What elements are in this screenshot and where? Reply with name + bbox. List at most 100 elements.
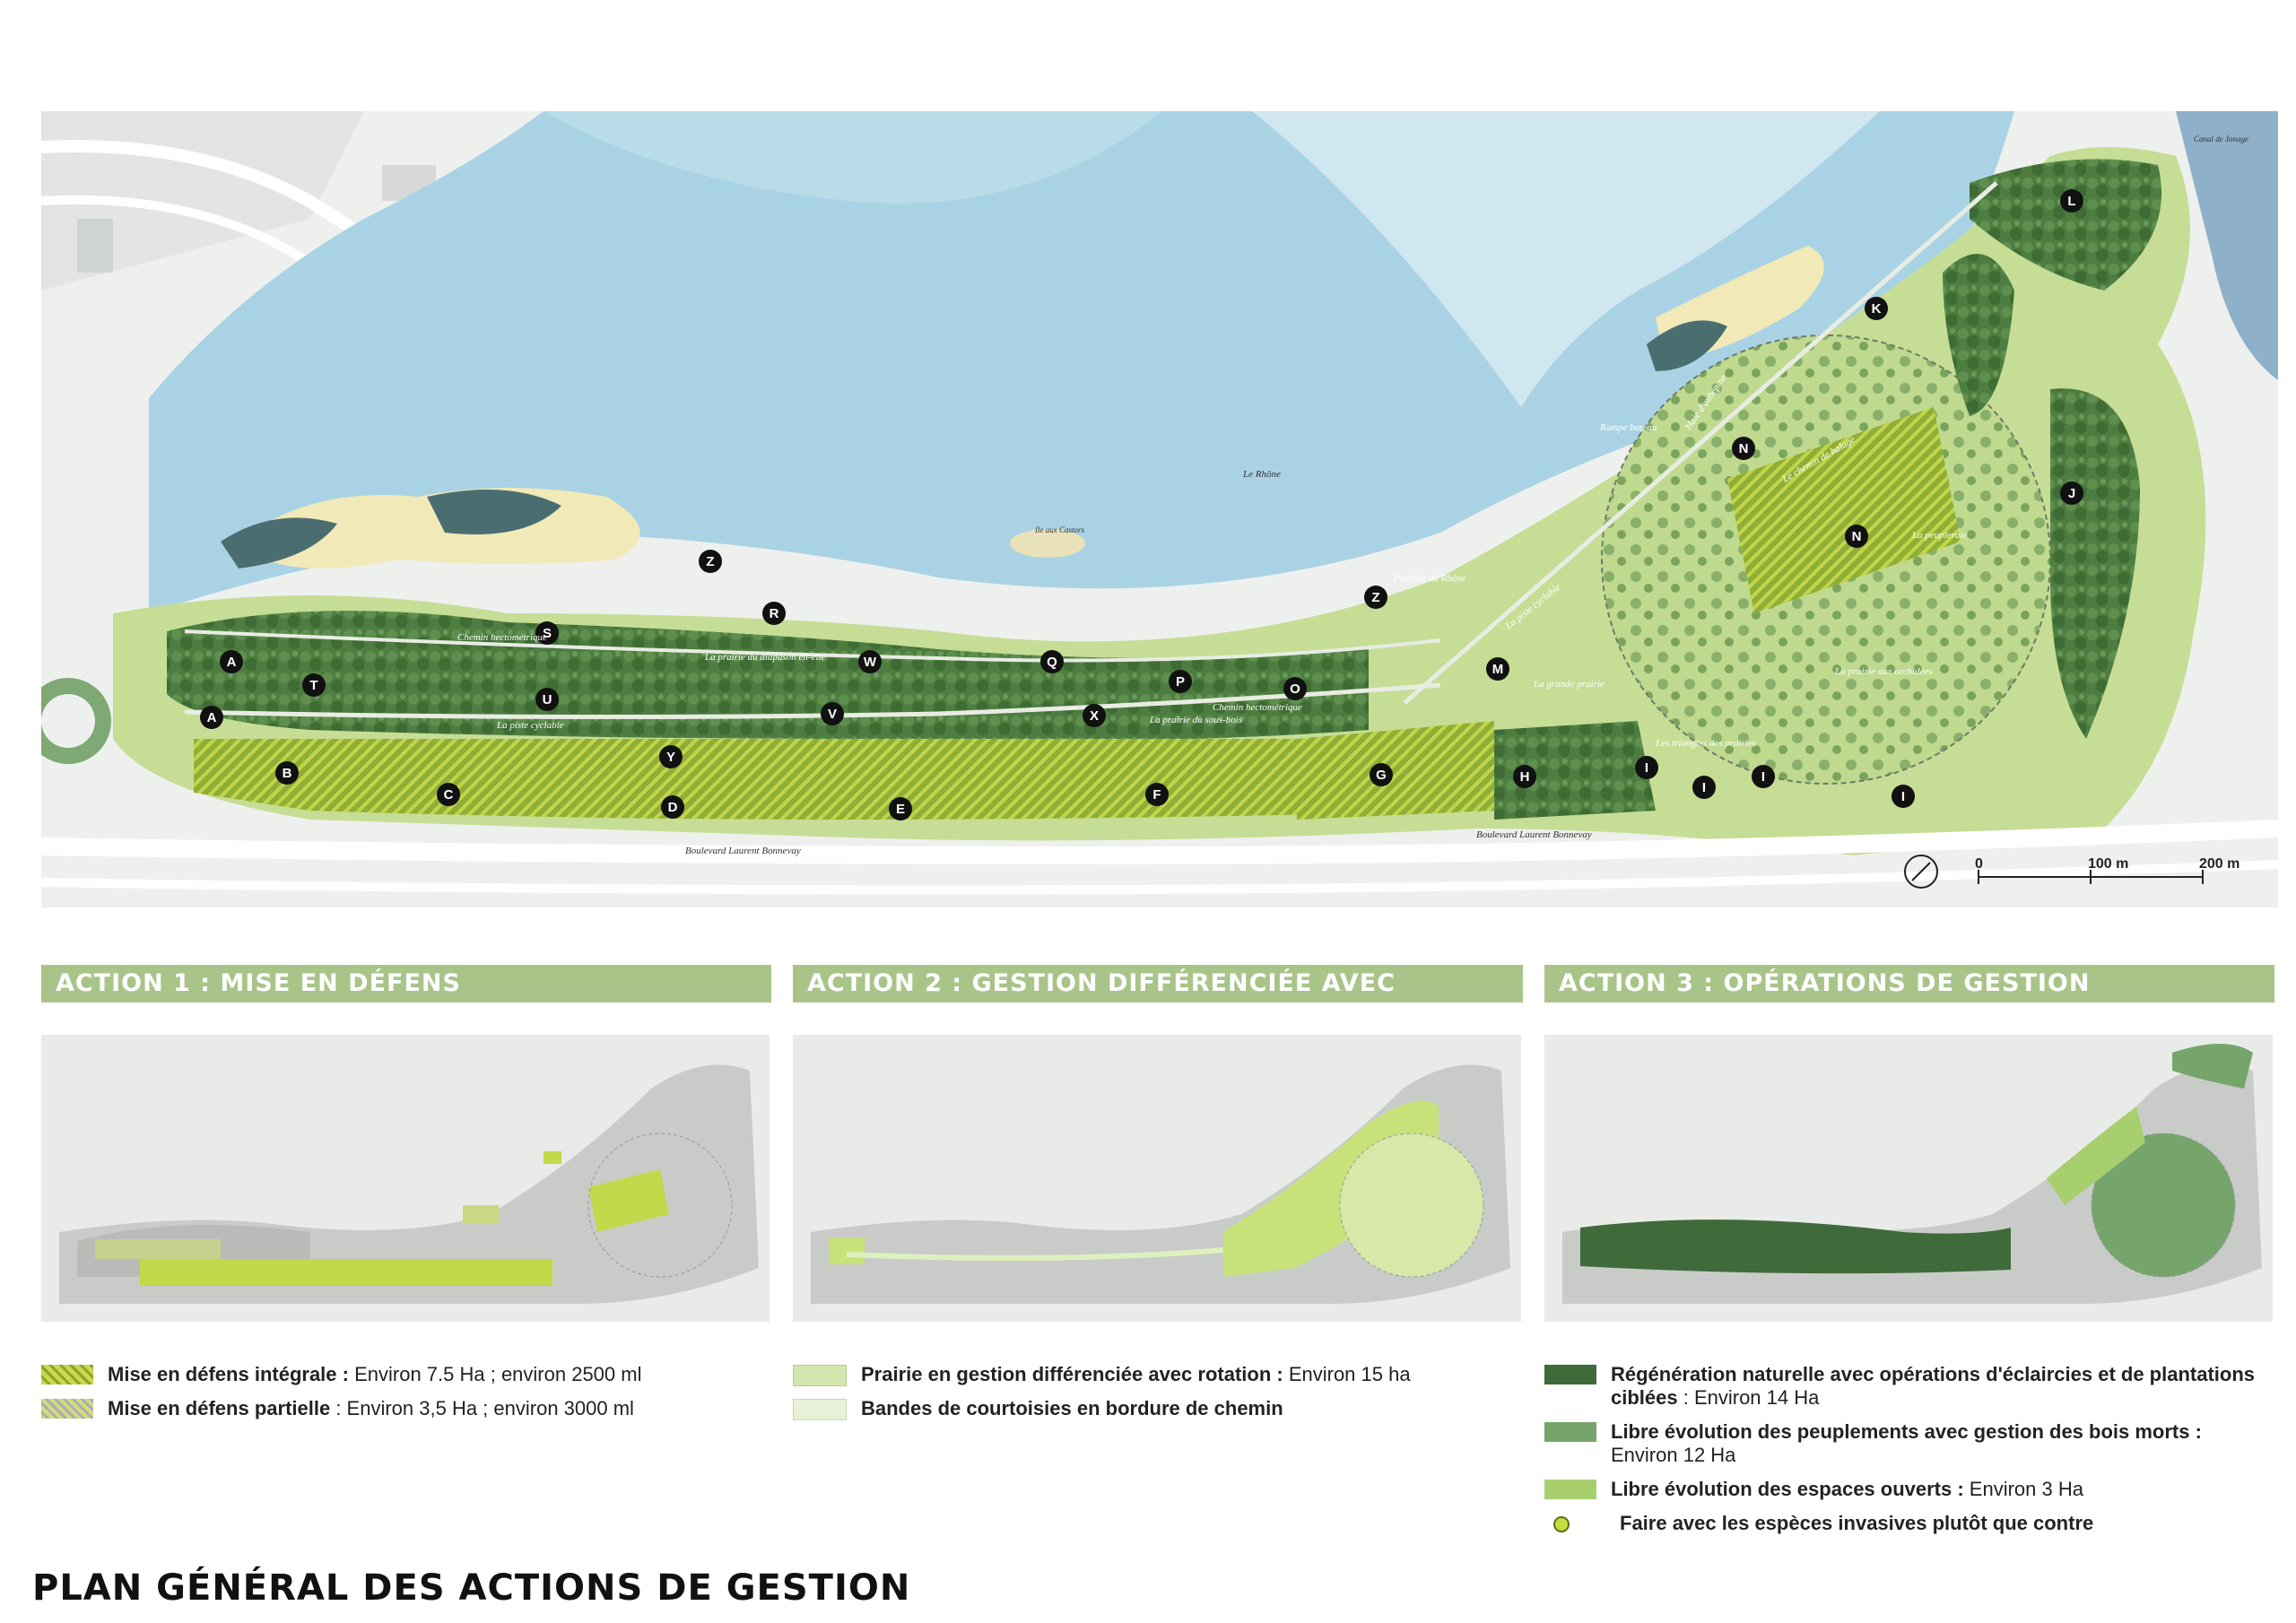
svg-text:I: I (1901, 789, 1905, 804)
svg-text:O: O (1290, 681, 1300, 697)
zone-marker[interactable]: E (889, 797, 912, 820)
svg-text:N: N (1852, 529, 1862, 544)
svg-text:Z: Z (1371, 590, 1379, 605)
svg-text:J: J (2068, 486, 2075, 501)
hatch-partial-swatch (41, 1399, 93, 1419)
action-1-map (41, 1035, 770, 1322)
legend-item: Faire avec les espèces invasives plutôt … (1544, 1512, 2262, 1535)
hatch-full-swatch (41, 1365, 93, 1384)
legend-item: Mise en défens partielle : Environ 3,5 H… (41, 1397, 759, 1420)
zone-marker[interactable]: O (1283, 677, 1307, 700)
label-prairies-rhone: Prairies du Rhône (1393, 573, 1466, 584)
zone-marker[interactable]: H (1513, 765, 1536, 788)
svg-text:L: L (2067, 194, 2075, 209)
label-orchidees: La prairie aux orchidées (1834, 666, 1933, 677)
north-arrow (1904, 855, 1938, 889)
canal (2176, 111, 2278, 380)
zone-marker[interactable]: Z (1364, 586, 1387, 609)
legend-item: Bandes de courtoisies en bordure de chem… (793, 1397, 1510, 1420)
zone-marker[interactable]: A (220, 650, 243, 673)
label-triangles: Les triangles des prairies (1655, 738, 1756, 749)
svg-text:Z: Z (706, 554, 714, 569)
svg-text:100 m: 100 m (2088, 856, 2128, 872)
zone-markers: A A T S U R Z W V Q P O X Y B C D E F G … (200, 189, 2083, 820)
svg-text:A: A (207, 710, 217, 725)
svg-text:R: R (770, 606, 779, 621)
zone-marker[interactable]: N (1732, 437, 1755, 460)
svg-text:I: I (1645, 760, 1648, 776)
bandes-swatch (793, 1399, 847, 1420)
label-chemin-hecto-2: Chemin hectométrique (1213, 702, 1302, 713)
zone-marker[interactable]: K (1865, 297, 1888, 320)
label-grande-prairie: La grande prairie (1533, 679, 1605, 690)
legend-item: Libre évolution des peuplements avec ges… (1544, 1420, 2262, 1467)
zone-marker[interactable]: L (2060, 189, 2083, 213)
zone-marker[interactable]: N (1845, 525, 1868, 548)
svg-text:K: K (1872, 301, 1882, 317)
svg-text:N: N (1739, 441, 1749, 456)
label-rhone: Le Rhône (1242, 469, 1281, 480)
peupleraie-hatch (1727, 407, 1961, 613)
legend-item: Libre évolution des espaces ouverts : En… (1544, 1478, 2262, 1501)
zone-marker[interactable]: X (1083, 704, 1106, 727)
zone-marker[interactable]: R (762, 602, 786, 625)
zone-marker[interactable]: J (2060, 482, 2083, 505)
zone-marker[interactable]: I (1752, 765, 1775, 788)
label-rampe: Rampe bateau (1599, 422, 1657, 433)
zone-marker[interactable]: S (535, 621, 559, 645)
label-chemin-hecto: Chemin hectométrique (457, 632, 547, 643)
espaces-ouverts-swatch (1544, 1480, 1596, 1499)
zone-marker[interactable]: G (1370, 763, 1393, 786)
label-peupleraie: La peupleraie (1911, 530, 1968, 541)
zone-marker[interactable]: C (437, 783, 460, 806)
defens-strip (140, 1259, 552, 1286)
legend-action-3: Régénération naturelle avec opérations d… (1544, 1363, 2262, 1546)
svg-text:E: E (896, 802, 905, 817)
prairie-swatch (793, 1365, 847, 1386)
zone-marker[interactable]: U (535, 688, 559, 711)
zone-marker[interactable]: W (858, 650, 882, 673)
zone-marker[interactable]: Q (1040, 650, 1064, 673)
regeneration-swatch (1544, 1365, 1596, 1384)
zone-marker[interactable]: T (302, 673, 326, 697)
action-2-map (793, 1035, 1521, 1322)
action-2-header: ACTION 2 : GESTION DIFFÉRENCIÉE AVEC ROT… (793, 965, 1523, 1035)
zone-marker[interactable]: Y (659, 745, 683, 768)
zone-marker[interactable]: B (275, 761, 299, 785)
svg-text:P: P (1176, 674, 1185, 690)
zone-marker[interactable]: F (1145, 783, 1169, 806)
svg-text:F: F (1152, 787, 1161, 803)
svg-text:C: C (444, 787, 454, 803)
svg-text:T: T (309, 678, 317, 693)
forest-regeneration (1580, 1219, 2011, 1274)
zone-marker[interactable]: P (1169, 670, 1192, 693)
zone-marker[interactable]: I (1692, 776, 1716, 799)
zone-marker[interactable]: V (821, 702, 844, 725)
svg-text:I: I (1761, 769, 1765, 785)
action-1-header: ACTION 1 : MISE EN DÉFENS (41, 965, 771, 1002)
action-3-header: ACTION 3 : OPÉRATIONS DE GESTION FORESTI… (1544, 965, 2274, 1035)
label-boulevard-1: Boulevard Laurent Bonnevay (685, 846, 801, 856)
legend-item: Mise en défens intégrale : Environ 7.5 H… (41, 1363, 759, 1386)
page-title: PLAN GÉNÉRAL DES ACTIONS DE GESTION (32, 1567, 911, 1609)
zone-marker[interactable]: D (661, 795, 684, 819)
hatched-strip (194, 739, 1494, 820)
svg-text:0: 0 (1975, 856, 1983, 872)
zone-marker[interactable]: A (200, 706, 223, 729)
svg-text:D: D (668, 800, 678, 815)
libre-peuplements-swatch (1544, 1422, 1596, 1442)
svg-text:A: A (227, 655, 237, 670)
zone-marker[interactable]: I (1892, 785, 1915, 808)
label-canal: Canal de Jonage (2194, 135, 2248, 143)
action-3-map (1544, 1035, 2273, 1322)
svg-text:M: M (1492, 662, 1504, 677)
label-allee-cyclable: La piste cyclable (496, 720, 564, 731)
svg-text:200 m: 200 m (2199, 856, 2239, 872)
svg-text:B: B (283, 766, 292, 781)
zone-marker[interactable]: M (1486, 657, 1509, 681)
svg-text:H: H (1520, 769, 1530, 785)
svg-text:X: X (1090, 708, 1099, 724)
zone-marker[interactable]: Z (699, 550, 722, 573)
scale-bar: 0 100 m 200 m (1975, 856, 2239, 884)
zone-marker[interactable]: I (1635, 756, 1658, 779)
